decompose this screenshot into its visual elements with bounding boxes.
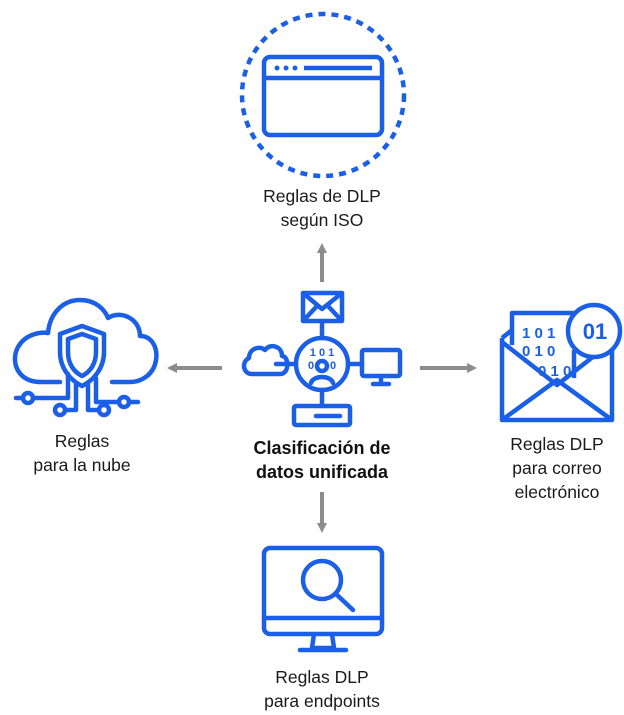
- badge-circle: [565, 302, 623, 360]
- left-label-line1: Reglas: [55, 431, 110, 451]
- center-hub: [241, 290, 403, 428]
- hub-bits-bottom-left: 0: [308, 360, 314, 372]
- right-label-line2: para correo: [512, 458, 602, 478]
- left-label-line2: para la nube: [33, 455, 130, 475]
- right-label-line1: Reglas DLP: [510, 434, 603, 454]
- hub-desktop-icon: [359, 347, 403, 387]
- email-bits-row2: 0 1 0: [522, 343, 555, 360]
- top-label-line1: Reglas de DLP: [263, 186, 381, 206]
- center-label-line2: datos unificada: [256, 462, 389, 482]
- hub-cloud-icon: [241, 343, 290, 377]
- right-label-line3: electrónico: [515, 482, 600, 502]
- hub-bits-top: 1 0 1: [310, 347, 334, 359]
- dashed-circle: [239, 11, 407, 179]
- email-bits-row1: 1 0 1: [522, 325, 555, 342]
- cloud-shield-icon: [12, 297, 159, 418]
- bottom-label-line2: para endpoints: [264, 691, 380, 711]
- hub-server-icon: [291, 403, 353, 428]
- browser-window-icon: [239, 11, 407, 179]
- hub-bits-bottom-right: 0: [330, 360, 336, 372]
- center-label-line1: Clasificación de: [253, 438, 390, 458]
- email-binary-icon: [499, 302, 623, 423]
- hub-circle: [293, 335, 351, 393]
- monitor-search-icon: [261, 545, 385, 653]
- top-label-line2: según ISO: [281, 210, 364, 230]
- email-badge-text: 01: [583, 319, 607, 344]
- connector-arrows: [167, 243, 477, 533]
- hub-envelope-icon: [300, 290, 345, 324]
- email-bits-row3: 0 1 0: [538, 363, 571, 380]
- bottom-label-line1: Reglas DLP: [275, 667, 368, 687]
